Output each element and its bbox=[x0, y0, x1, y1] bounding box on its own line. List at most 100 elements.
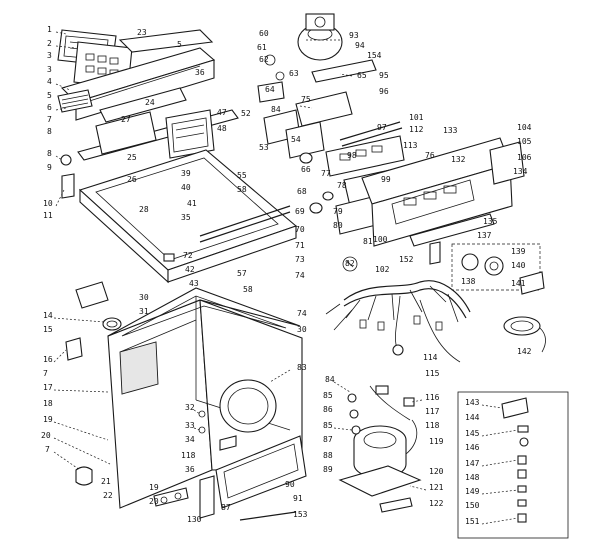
part-label: 18 bbox=[43, 399, 53, 408]
part-label: 35 bbox=[181, 213, 191, 222]
part-label: 99 bbox=[381, 175, 391, 184]
part-label: 36 bbox=[185, 465, 195, 474]
part-label: 95 bbox=[379, 71, 389, 80]
motor-and-switch-assembly bbox=[257, 13, 405, 235]
part-label: 91 bbox=[293, 494, 303, 503]
part-label: 11 bbox=[43, 211, 53, 220]
part-label: 100 bbox=[373, 235, 388, 244]
part-label: 76 bbox=[425, 151, 435, 160]
cabinet-body bbox=[53, 281, 307, 521]
part-label: 90 bbox=[285, 480, 295, 489]
part-label: 10 bbox=[43, 199, 53, 208]
part-label: 21 bbox=[101, 477, 111, 486]
part-label: 68 bbox=[297, 187, 307, 196]
part-label: 151 bbox=[465, 517, 480, 526]
part-label: 150 bbox=[465, 501, 480, 510]
part-label: 85 bbox=[323, 421, 333, 430]
part-label: 33 bbox=[185, 421, 195, 430]
part-label: 79 bbox=[333, 207, 343, 216]
part-label: 106 bbox=[517, 153, 532, 162]
part-label: 102 bbox=[375, 265, 390, 274]
part-label: 16 bbox=[43, 355, 53, 364]
part-label: 97 bbox=[377, 123, 387, 132]
part-label: 78 bbox=[337, 181, 347, 190]
part-label: 141 bbox=[511, 279, 526, 288]
part-label: 27 bbox=[121, 115, 131, 124]
part-label: 83 bbox=[297, 363, 307, 372]
part-label: 72 bbox=[183, 251, 193, 260]
part-label: 71 bbox=[295, 241, 305, 250]
part-label: 77 bbox=[321, 169, 331, 178]
part-label: 101 bbox=[409, 113, 424, 122]
part-label: 84 bbox=[325, 375, 335, 384]
part-label: 87 bbox=[323, 435, 333, 444]
part-label: 120 bbox=[429, 467, 444, 476]
part-label: 24 bbox=[145, 98, 155, 107]
part-label: 140 bbox=[511, 261, 526, 270]
part-label: 145 bbox=[465, 429, 480, 438]
part-label: 96 bbox=[379, 87, 389, 96]
part-label: 43 bbox=[189, 279, 199, 288]
part-label: 88 bbox=[323, 451, 333, 460]
part-label: 62 bbox=[259, 55, 269, 64]
part-label: 53 bbox=[259, 143, 269, 152]
part-label: 31 bbox=[139, 307, 149, 316]
part-label: 81 bbox=[363, 237, 373, 246]
part-label: 36 bbox=[195, 68, 205, 77]
part-label: 122 bbox=[429, 499, 444, 508]
part-label: 28 bbox=[139, 205, 149, 214]
part-label: 144 bbox=[465, 413, 480, 422]
part-label: 14 bbox=[43, 311, 53, 320]
part-label: 119 bbox=[429, 437, 444, 446]
part-label: 143 bbox=[465, 398, 480, 407]
part-label: 7 bbox=[47, 115, 52, 124]
part-label: 20 bbox=[41, 431, 51, 440]
part-label: 39 bbox=[181, 169, 191, 178]
part-label: 89 bbox=[323, 465, 333, 474]
part-label: 75 bbox=[301, 95, 311, 104]
part-label: 118 bbox=[181, 451, 196, 460]
part-label: 134 bbox=[513, 167, 528, 176]
right-console-panel bbox=[361, 137, 546, 353]
part-label: 25 bbox=[127, 153, 137, 162]
part-label: 22 bbox=[103, 491, 113, 500]
part-label: 30 bbox=[297, 325, 307, 334]
part-label: 65 bbox=[357, 71, 367, 80]
part-label: 26 bbox=[127, 175, 137, 184]
part-label: 74 bbox=[295, 271, 305, 280]
part-label: 112 bbox=[409, 125, 424, 134]
part-label: 121 bbox=[429, 483, 444, 492]
part-label: 57 bbox=[237, 269, 247, 278]
part-label: 138 bbox=[461, 277, 476, 286]
part-label: 87 bbox=[221, 503, 231, 512]
part-label: 5 bbox=[177, 40, 182, 49]
part-label: 6 bbox=[47, 103, 52, 112]
part-label: 9 bbox=[47, 163, 52, 172]
part-label: 85 bbox=[323, 391, 333, 400]
part-label: 58 bbox=[237, 185, 247, 194]
part-label: 82 bbox=[345, 259, 355, 268]
part-label: 20 bbox=[149, 497, 159, 506]
part-label: 98 bbox=[347, 151, 357, 160]
part-label: 64 bbox=[265, 85, 275, 94]
part-label: 105 bbox=[517, 137, 532, 146]
part-label: 17 bbox=[43, 383, 53, 392]
pump-assembly bbox=[333, 381, 427, 513]
part-label: 2 bbox=[47, 39, 52, 48]
part-label: 58 bbox=[243, 285, 253, 294]
part-label: 63 bbox=[289, 69, 299, 78]
part-label: 153 bbox=[293, 510, 308, 519]
part-label: 8 bbox=[47, 127, 52, 136]
part-label: 93 bbox=[349, 31, 359, 40]
part-label: 19 bbox=[43, 415, 53, 424]
part-label: 40 bbox=[181, 183, 191, 192]
part-label: 133 bbox=[443, 126, 458, 135]
part-label: 60 bbox=[259, 29, 269, 38]
part-label: 135 bbox=[483, 217, 498, 226]
part-number-labels: 1233456788910112352427252636474839404128… bbox=[41, 25, 532, 526]
part-label: 19 bbox=[149, 483, 159, 492]
part-label: 4 bbox=[47, 77, 52, 86]
part-label: 118 bbox=[425, 421, 440, 430]
part-label: 114 bbox=[423, 353, 438, 362]
